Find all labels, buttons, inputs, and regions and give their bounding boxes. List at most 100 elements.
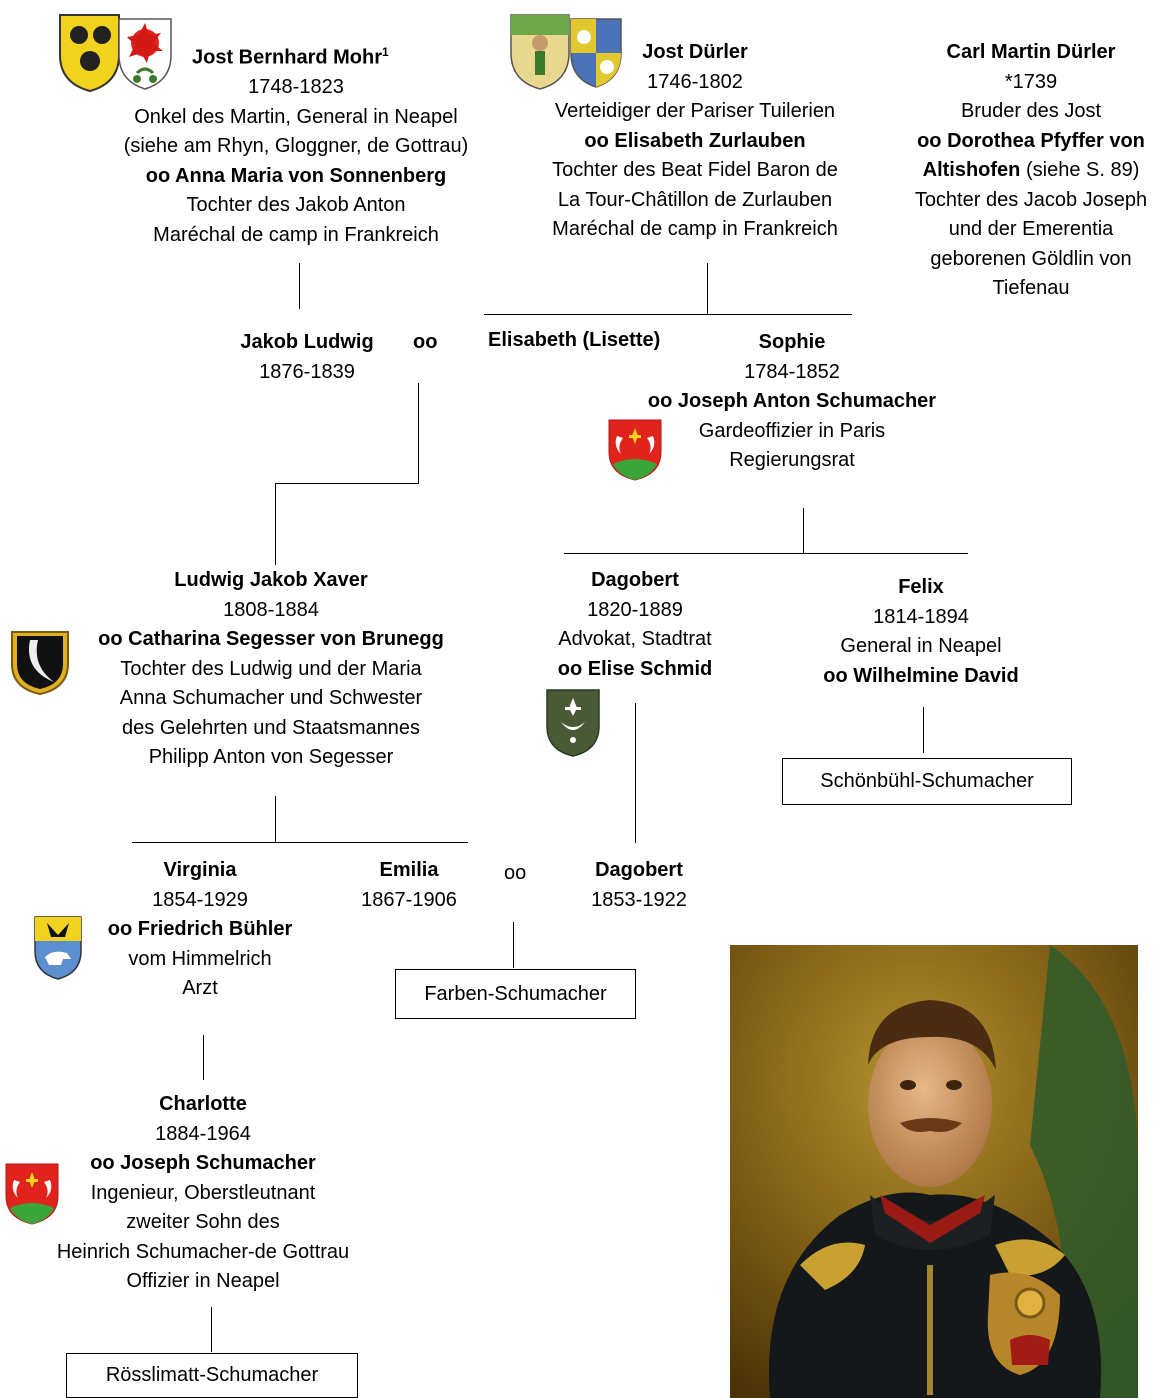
connector-line	[707, 263, 708, 314]
schmid-coat-of-arms-icon	[545, 688, 601, 763]
person-note: Tiefenau	[992, 277, 1070, 299]
schumacher-coat-of-arms-icon	[4, 1162, 60, 1231]
connector-line	[211, 1307, 212, 1352]
person-note: Tochter des Ludwig und der Maria	[120, 657, 422, 680]
connector-line	[418, 383, 419, 483]
person-spouse: oo Dorothea Pfyffer von	[917, 129, 1145, 152]
person-note: Gardeoffizier in Paris	[698, 419, 886, 442]
connector-line	[203, 1035, 204, 1080]
mohr-coat-of-arms-icon	[57, 13, 177, 100]
person-name: Ludwig Jakob Xaver	[174, 569, 368, 591]
person-sophie: Sophie 1784-1852 oo Joseph Anton Schumac…	[622, 328, 962, 476]
connector-line	[275, 483, 419, 484]
connector-line	[132, 842, 468, 843]
person-dates: 1808-1884	[223, 598, 319, 621]
person-note: Regierungsrat	[729, 449, 855, 471]
person-note: Tochter des Beat Fidel Baron de	[552, 159, 838, 181]
person-virginia: Virginia 1854-1929 oo Friedrich Bühler v…	[90, 856, 310, 1004]
person-note: zweiter Sohn des	[126, 1211, 280, 1233]
connector-line	[513, 922, 514, 968]
person-spouse: oo Wilhelmine David	[823, 664, 1019, 687]
person-note: Anna Schumacher und Schwester	[119, 687, 423, 709]
person-note: General in Neapel	[840, 635, 1002, 657]
person-name: Carl Martin Dürler	[946, 41, 1116, 63]
connector-line	[923, 707, 924, 753]
person-dagobert-1820: Dagobert 1820-1889 Advokat, Stadtrat oo …	[525, 566, 745, 684]
person-note: Philipp Anton von Segesser	[148, 746, 394, 768]
footnote-marker: 1	[382, 45, 389, 59]
person-spouse: oo Anna Maria von Sonnenberg	[145, 164, 447, 187]
person-spouse: oo Elisabeth Zurlauben	[584, 129, 806, 152]
person-note: Ingenieur, Oberstleutnant	[90, 1181, 316, 1204]
connector-line	[564, 553, 968, 554]
person-note: Arzt	[182, 977, 218, 999]
person-note: vom Himmelrich	[128, 947, 272, 970]
branch-box-schoenbuehl: Schönbühl-Schumacher	[782, 758, 1072, 805]
branch-box-farben: Farben-Schumacher	[395, 969, 636, 1019]
person-note: Verteidiger der Pariser Tuilerien	[554, 100, 836, 122]
person-name: Emilia	[379, 859, 439, 881]
person-name: Jakob Ludwig	[240, 331, 374, 353]
person-name: Dagobert	[591, 569, 679, 591]
segesser-coat-of-arms-icon	[10, 630, 70, 701]
person-ludwig-jakob-xaver: Ludwig Jakob Xaver 1808-1884 oo Catharin…	[71, 566, 471, 773]
person-spouse: oo Joseph Anton Schumacher	[647, 390, 937, 412]
person-name: Jost Dürler	[642, 41, 748, 63]
person-note: La Tour-Châtillon de Zurlauben	[557, 188, 833, 211]
person-dates: *1739	[1004, 70, 1058, 93]
person-name: Virginia	[163, 859, 237, 881]
person-note: Heinrich Schumacher-de Gottrau	[56, 1240, 350, 1263]
person-spouse: oo Joseph Schumacher	[90, 1152, 316, 1174]
person-dates: 1784-1852	[744, 360, 840, 383]
person-name: Charlotte	[159, 1093, 247, 1115]
person-dagobert-1853: Dagobert 1853-1922	[569, 856, 709, 915]
person-dates: 1853-1922	[591, 888, 687, 911]
connector-line	[635, 703, 636, 843]
portrait-painting	[730, 945, 1138, 1398]
marriage-symbol: oo	[504, 862, 527, 884]
person-spouse: Altishofen	[922, 159, 1021, 181]
connector-line	[484, 314, 852, 315]
duerler-coat-of-arms-icon	[509, 13, 629, 98]
person-elisabeth-lisette: Elisabeth (Lisette)	[488, 329, 661, 351]
person-name: Sophie	[758, 331, 826, 353]
person-spouse: oo Elise Schmid	[557, 657, 713, 680]
connector-line	[275, 796, 276, 842]
person-dates: 1820-1889	[587, 598, 683, 621]
person-name: Felix	[898, 576, 944, 598]
connector-line	[299, 263, 300, 309]
person-jakob-ludwig: Jakob Ludwig 1876-1839	[207, 328, 407, 387]
connector-line	[803, 508, 804, 554]
person-dates: 1884-1964	[155, 1122, 251, 1145]
connector-line	[275, 483, 276, 565]
person-jost-duerler: Jost Dürler 1746-1802 Verteidiger der Pa…	[515, 38, 875, 245]
person-note: und der Emerentia	[948, 218, 1114, 240]
person-spouse: oo Friedrich Bühler	[107, 918, 293, 940]
person-note: Advokat, Stadtrat	[558, 628, 712, 650]
person-dates: 1876-1839	[259, 360, 355, 383]
person-dates: 1746-1802	[647, 70, 743, 93]
person-felix: Felix 1814-1894 General in Neapel oo Wil…	[781, 573, 1061, 691]
branch-box-roesslimatt: Rösslimatt-Schumacher	[66, 1353, 358, 1398]
person-dates: 1854-1929	[152, 888, 248, 911]
person-note: (siehe am Rhyn, Gloggner, de Gottrau)	[123, 135, 469, 158]
person-note: Onkel des Martin, General in Neapel	[134, 105, 458, 128]
person-note: geborenen Göldlin von	[930, 247, 1132, 270]
person-name: Jost Bernhard Mohr	[192, 46, 383, 69]
person-charlotte: Charlotte 1884-1964 oo Joseph Schumacher…	[33, 1090, 373, 1297]
person-name: Dagobert	[595, 859, 683, 881]
page-reference: (siehe S. 89)	[1020, 159, 1140, 181]
person-note: Bruder des Jost	[960, 100, 1102, 122]
person-note: Maréchal de camp in Frankreich	[153, 223, 439, 246]
schumacher-coat-of-arms-icon	[607, 418, 663, 487]
person-spouse: oo Catharina Segesser von Brunegg	[98, 628, 444, 650]
person-dates: 1814-1894	[873, 605, 969, 628]
person-dates: 1867-1906	[361, 888, 457, 911]
person-note: Tochter des Jakob Anton	[186, 194, 406, 217]
person-emilia: Emilia 1867-1906	[339, 856, 479, 915]
person-carl-martin-duerler: Carl Martin Dürler *1739 Bruder des Jost…	[900, 38, 1162, 304]
person-note: Tochter des Jacob Joseph	[914, 188, 1148, 211]
person-note: Offizier in Neapel	[126, 1270, 280, 1292]
buehler-coat-of-arms-icon	[33, 915, 83, 986]
person-dates: 1748-1823	[248, 76, 344, 99]
